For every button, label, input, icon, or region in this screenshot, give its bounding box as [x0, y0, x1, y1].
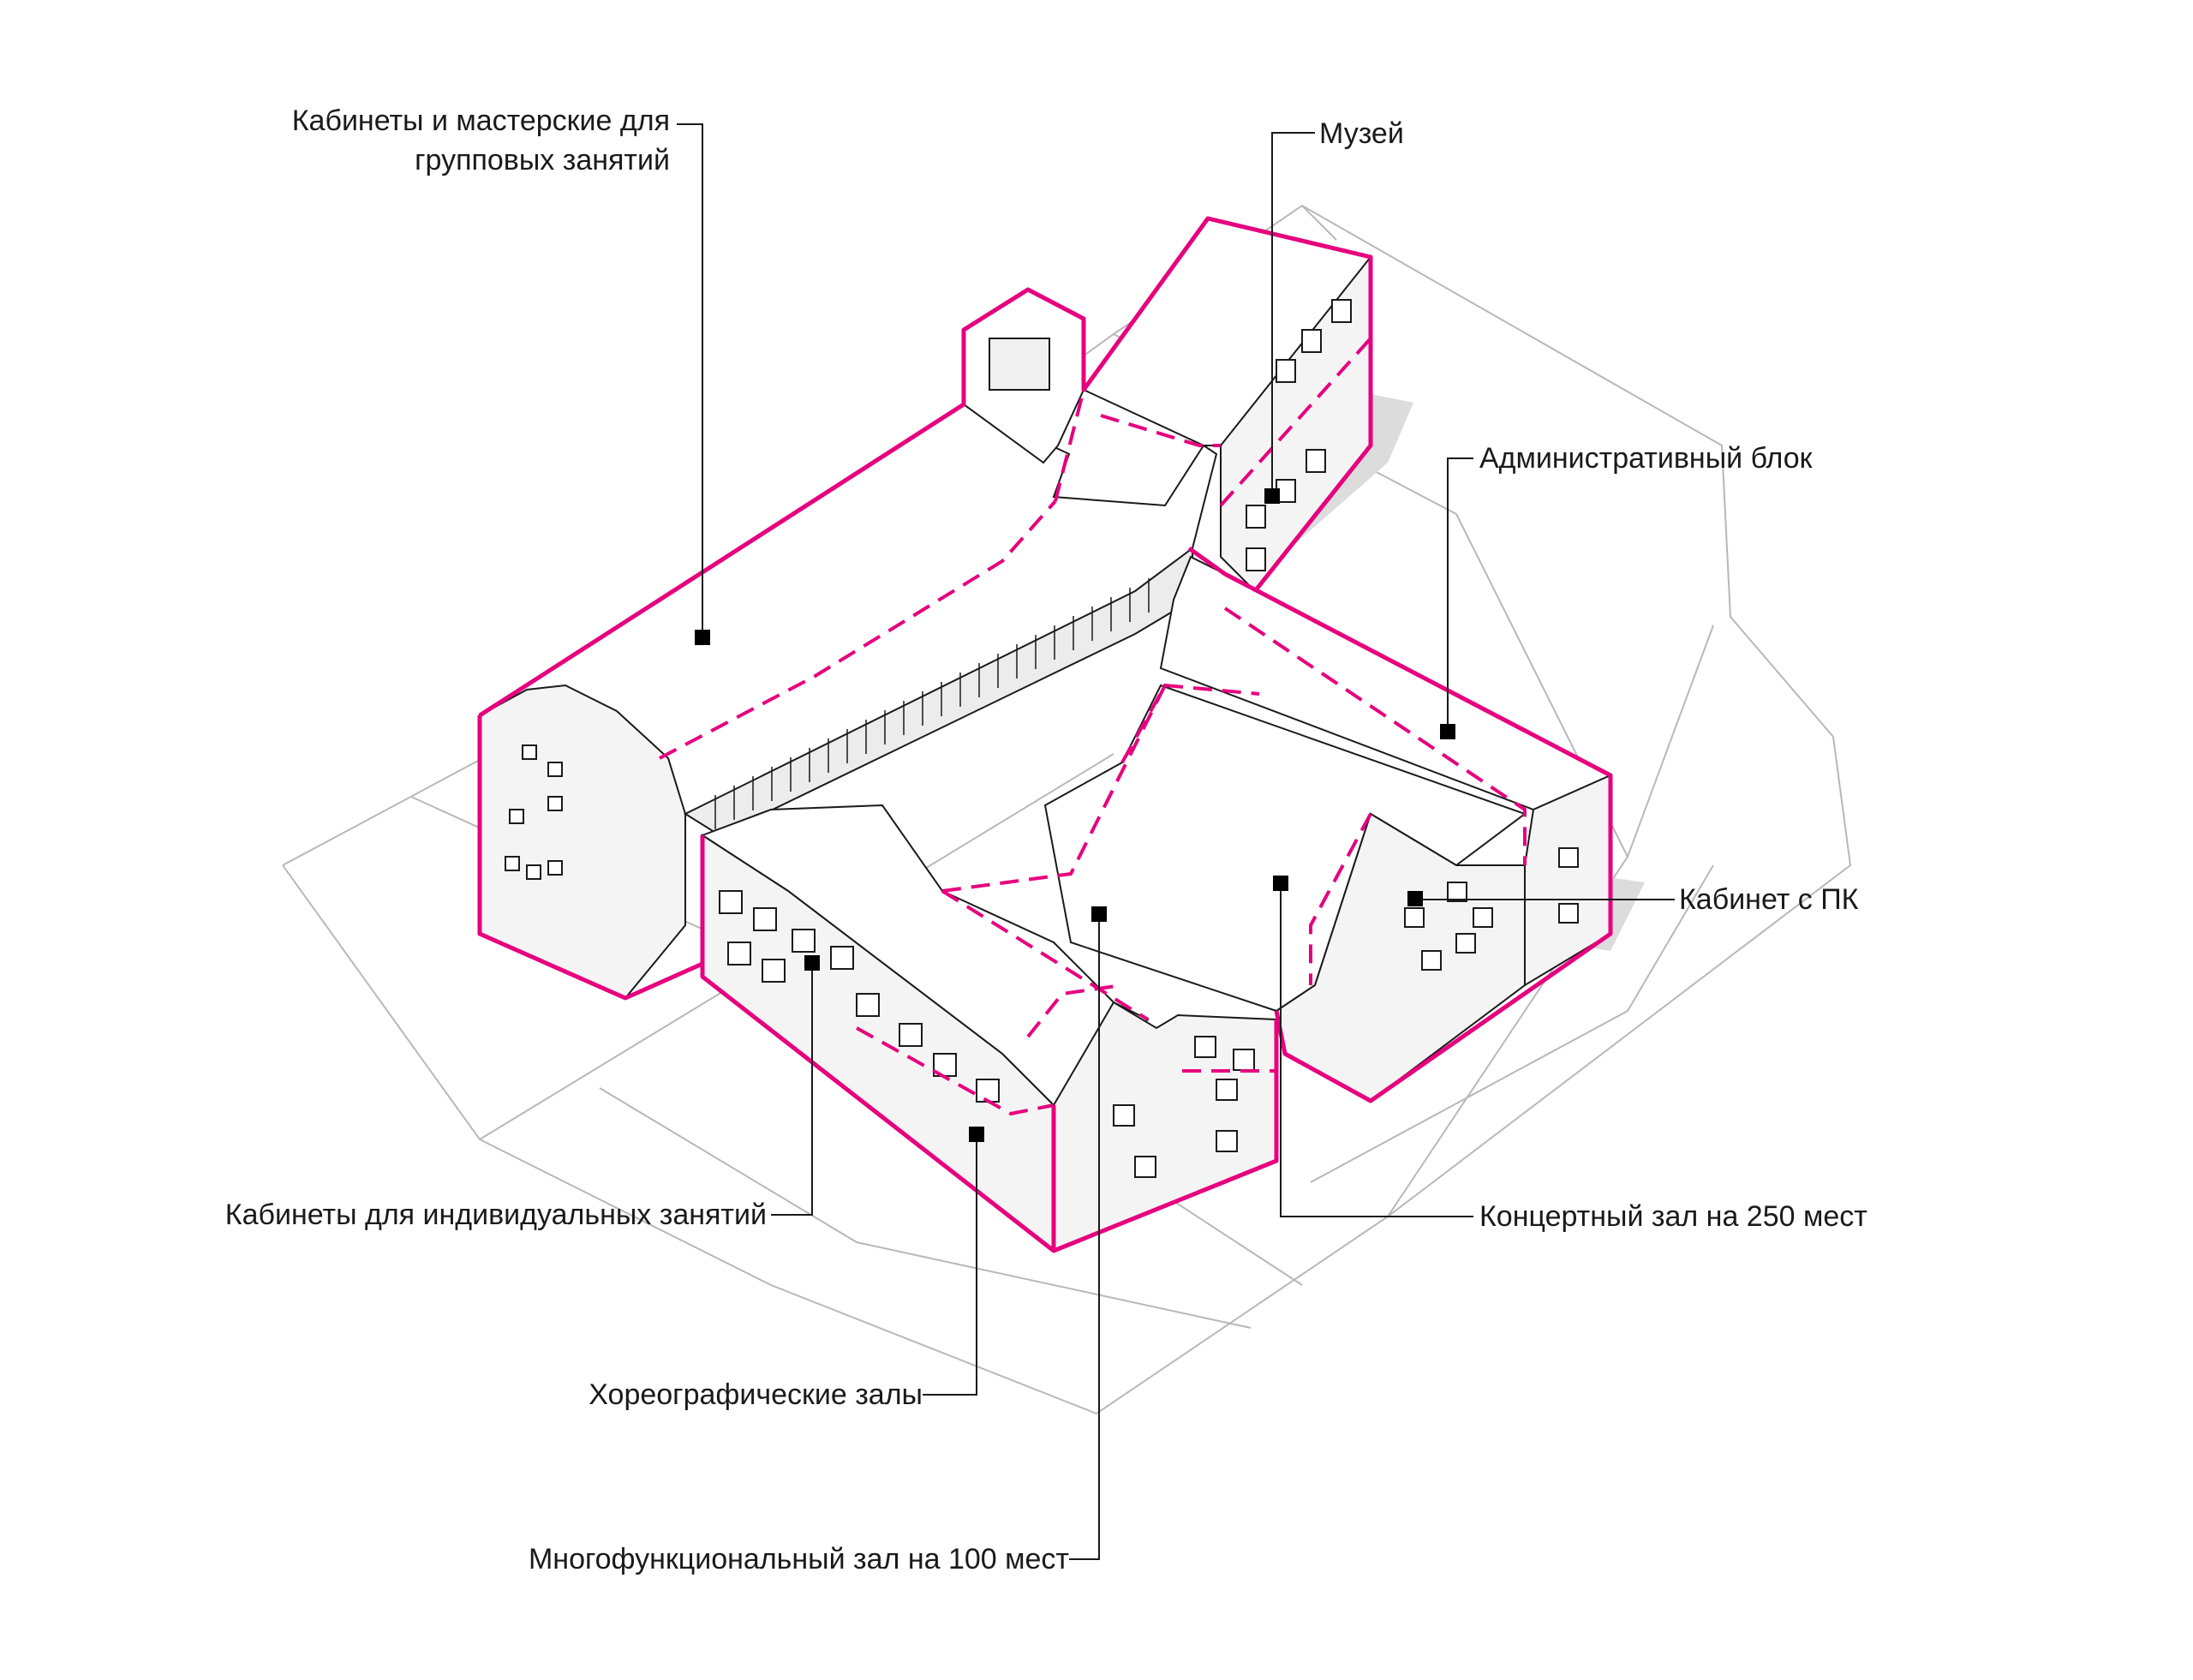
- marker-concert-hall: [1273, 876, 1288, 891]
- window: [1447, 882, 1467, 902]
- window: [753, 907, 777, 931]
- window: [1404, 907, 1425, 928]
- marker-individual: [804, 955, 820, 971]
- leader-lines: [677, 123, 1675, 1560]
- label-group-classrooms-line1: Кабинеты и мастерские для: [291, 105, 670, 137]
- window: [526, 864, 541, 880]
- label-individual-classrooms: Кабинеты для индивидуальных занятий: [224, 1199, 767, 1231]
- window: [1216, 1079, 1238, 1101]
- window: [856, 993, 880, 1017]
- marker-pc-room: [1407, 891, 1423, 906]
- leader-museum: [1271, 132, 1315, 497]
- window: [547, 860, 563, 876]
- label-group-classrooms-line2: групповых занятий: [415, 144, 670, 176]
- label-choreography-halls: Хореографические залы: [589, 1378, 923, 1411]
- marker-admin: [1440, 724, 1455, 739]
- admin-wall: [1524, 774, 1611, 987]
- window: [1246, 505, 1266, 529]
- window: [719, 890, 743, 914]
- window: [1246, 547, 1266, 571]
- window: [976, 1079, 1000, 1103]
- marker-group-classrooms: [695, 630, 710, 645]
- window: [505, 856, 520, 871]
- window: [1233, 1049, 1255, 1071]
- windows: [505, 299, 1579, 1178]
- window: [1558, 903, 1579, 924]
- window: [1455, 933, 1476, 954]
- program-divisions: [659, 337, 1527, 1116]
- window: [1113, 1104, 1135, 1127]
- window: [547, 796, 563, 811]
- window: [522, 744, 537, 760]
- leader-group-classrooms: [677, 123, 703, 644]
- leader-concert-hall: [1280, 882, 1473, 1217]
- window: [899, 1023, 923, 1047]
- window: [1331, 299, 1352, 323]
- tower-opening: [989, 338, 1050, 391]
- marker-choreography: [969, 1127, 984, 1142]
- label-multifunctional-hall: Многофункциональный зал на 100 мест: [528, 1543, 1069, 1575]
- marker-multifunctional: [1091, 906, 1107, 922]
- window: [792, 929, 816, 953]
- label-museum: Музей: [1319, 117, 1404, 150]
- window: [1306, 449, 1326, 473]
- window: [1194, 1036, 1216, 1058]
- window: [1421, 950, 1442, 971]
- window: [1134, 1156, 1156, 1178]
- window: [762, 959, 786, 983]
- leader-choreography: [923, 1135, 977, 1396]
- marker-museum: [1264, 488, 1280, 504]
- window: [547, 762, 563, 777]
- window: [1216, 1130, 1238, 1152]
- window: [509, 809, 524, 824]
- window: [727, 942, 751, 966]
- leader-individual: [771, 964, 813, 1216]
- leader-admin: [1447, 457, 1473, 732]
- label-admin-block: Административный блок: [1479, 442, 1813, 475]
- window: [830, 946, 854, 970]
- markers: [695, 488, 1455, 1142]
- leader-multifunctional: [1069, 915, 1100, 1560]
- label-group-classrooms: Кабинеты и мастерские для групповых заня…: [292, 101, 670, 180]
- program-outlines: [477, 216, 1613, 1253]
- window: [1473, 907, 1493, 928]
- label-concert-hall: Концертный зал на 250 мест: [1479, 1200, 1867, 1233]
- window: [1276, 359, 1296, 383]
- window: [1301, 329, 1322, 353]
- label-pc-room: Кабинет с ПК: [1679, 883, 1859, 916]
- window: [1558, 847, 1579, 868]
- window: [933, 1053, 957, 1077]
